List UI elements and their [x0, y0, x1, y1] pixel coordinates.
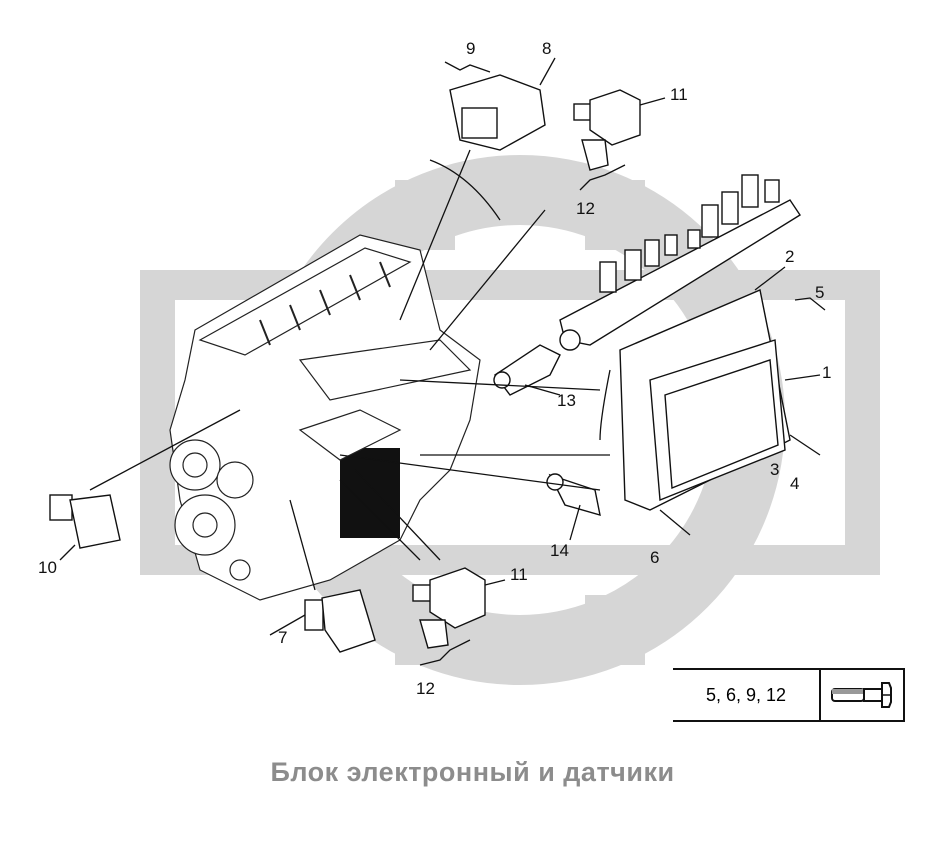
sensor-10 [49, 494, 121, 549]
callout-7: 7 [278, 628, 287, 647]
fastener-reference-table: 5, 6, 9, 12 [673, 668, 905, 722]
callout-4: 4 [790, 474, 799, 493]
engine [169, 234, 481, 601]
callout-10: 10 [38, 558, 57, 577]
sensor-14 [546, 473, 601, 516]
callout-2: 2 [785, 247, 794, 266]
callout-12-top: 12 [576, 199, 595, 218]
sensor-8 [449, 74, 546, 151]
callout-13: 13 [557, 391, 576, 410]
callout-12-bottom: 12 [416, 679, 435, 698]
fuel-rail [559, 174, 801, 351]
callout-3: 3 [770, 460, 779, 479]
callout-1: 1 [822, 363, 831, 382]
callout-11-bottom: 11 [510, 565, 528, 584]
sensor-13 [493, 344, 561, 396]
leader-lines [59, 57, 826, 666]
callout-9: 9 [466, 39, 475, 58]
page-title: Блок электронный и датчики [270, 757, 675, 787]
sensor-11-bottom [412, 567, 486, 649]
callouts: 1 2 3 4 5 6 7 8 9 10 11 11 12 12 13 14 [38, 39, 831, 698]
callout-6: 6 [650, 548, 659, 567]
callout-11-top: 11 [670, 85, 688, 104]
fastener-item-numbers: 5, 6, 9, 12 [673, 670, 821, 720]
sensor-7 [304, 589, 376, 653]
callout-8: 8 [542, 39, 551, 58]
callout-14: 14 [550, 541, 569, 560]
bolt-icon [821, 670, 903, 720]
electronic-control-unit [619, 289, 791, 511]
callout-5: 5 [815, 283, 824, 302]
sensor-11-top [573, 89, 641, 171]
